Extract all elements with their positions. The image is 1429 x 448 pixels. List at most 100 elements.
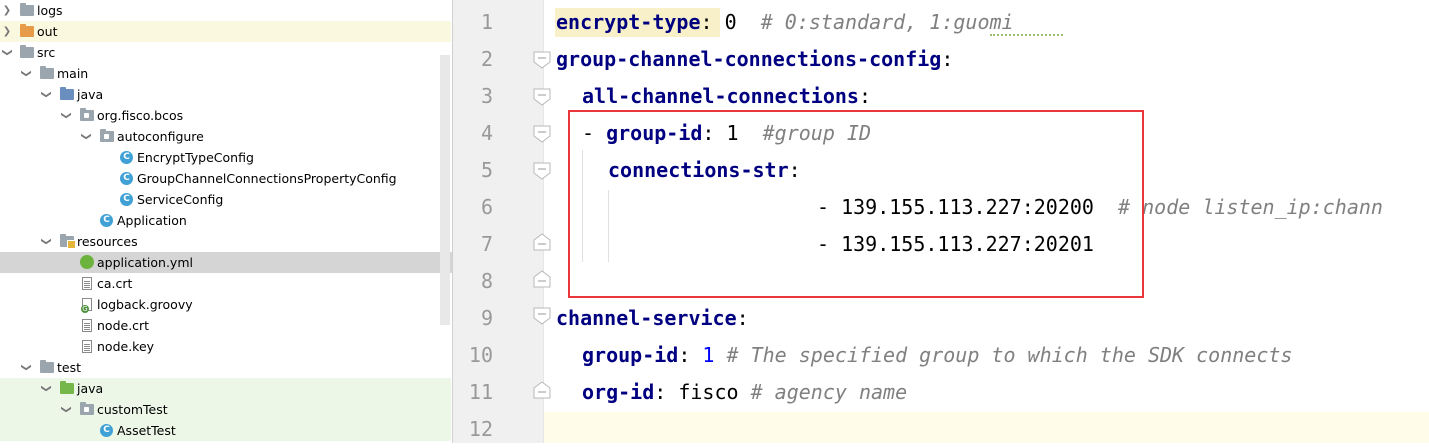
tree-item-label: node.key: [97, 339, 155, 354]
resources-folder-icon: [60, 234, 76, 249]
tree-item-node-crt[interactable]: node.crt: [0, 315, 452, 336]
tree-item-test-java[interactable]: ❯ java: [0, 378, 451, 399]
tree-item-main[interactable]: ❯ main: [0, 63, 452, 84]
code-line-7: - 139.155.113.227:20201: [817, 232, 1094, 256]
tree-item-label: test: [57, 360, 82, 375]
fold-close-icon[interactable]: [533, 233, 551, 251]
line-number: 7: [480, 232, 493, 256]
tree-item-src[interactable]: ❯ src: [0, 42, 452, 63]
tree-item-logs[interactable]: ❯ logs: [0, 0, 452, 21]
text-file-icon: [82, 340, 92, 353]
source-folder-icon: [60, 87, 74, 100]
chevron-down-icon[interactable]: ❯: [20, 363, 32, 372]
code-line-11: org-id: fisco # agency name: [582, 380, 908, 404]
tree-item-out[interactable]: ❯ out: [0, 21, 451, 42]
tree-item-org-fisco-bcos[interactable]: ❯ org.fisco.bcos: [0, 105, 452, 126]
line-number: 5: [480, 158, 493, 182]
fold-open-icon[interactable]: [533, 307, 551, 325]
line-number: 12: [468, 417, 493, 441]
class-icon: C: [120, 172, 133, 185]
tree-item-application-yml[interactable]: application.yml: [0, 252, 452, 273]
yaml-key: connections-str: [608, 158, 789, 182]
class-icon: C: [100, 424, 113, 437]
spellcheck-underline: [990, 31, 1063, 36]
yaml-comment: # 0:standard, 1:guomi: [736, 10, 1014, 34]
line-number: 1: [480, 10, 493, 34]
indent-guide: [608, 190, 609, 262]
chevron-down-icon[interactable]: ❯: [60, 111, 72, 120]
tree-item-java[interactable]: ❯ java: [0, 84, 452, 105]
fold-open-icon[interactable]: [533, 162, 551, 180]
tree-item-label: Application: [117, 213, 187, 228]
tree-item-resources[interactable]: ❯ resources: [0, 231, 452, 252]
line-number: 4: [480, 121, 493, 145]
code-line-9: channel-service:: [556, 306, 749, 330]
tree-item-application[interactable]: C Application: [0, 210, 452, 231]
yaml-key: group-id: [582, 343, 679, 367]
tree-item-label: ca.crt: [97, 276, 133, 291]
class-icon: C: [120, 151, 133, 164]
yaml-value: 1: [702, 343, 715, 367]
tree-item-autoconfigure[interactable]: ❯ autoconfigure: [0, 126, 452, 147]
tree-item-label: java: [77, 87, 104, 102]
indent-guide: [582, 150, 583, 262]
text-file-icon: [82, 319, 92, 332]
yaml-comment: #group ID: [738, 121, 872, 145]
line-number: 2: [480, 47, 493, 71]
tree-item-label: ServiceConfig: [137, 192, 224, 207]
line-number: 11: [468, 380, 493, 404]
code-editor[interactable]: [544, 0, 1429, 443]
line-number: 10: [468, 343, 493, 367]
tree-item-label: EncryptTypeConfig: [137, 150, 254, 165]
tree-item-label: application.yml: [97, 255, 193, 270]
folder-icon: [20, 3, 34, 16]
test-source-folder-icon: [60, 381, 74, 394]
yaml-value: fisco: [678, 380, 739, 404]
yaml-value: 139.155.113.227:20200: [841, 195, 1094, 219]
fold-close-icon[interactable]: [533, 381, 551, 399]
text-file-icon: [82, 277, 92, 290]
tree-scrollbar[interactable]: [440, 55, 450, 325]
tree-item-label: node.crt: [97, 318, 150, 333]
tree-item-serviceconfig[interactable]: C ServiceConfig: [0, 189, 452, 210]
yaml-comment: # agency name: [738, 380, 908, 404]
tree-item-ca-crt[interactable]: ca.crt: [0, 273, 452, 294]
editor-gutter: [453, 0, 543, 443]
fold-open-icon[interactable]: [533, 88, 551, 106]
tree-item-label: logback.groovy: [97, 297, 193, 312]
chevron-down-icon[interactable]: ❯: [60, 405, 72, 414]
panel-divider[interactable]: [452, 0, 453, 443]
code-line-4: - group-id: 1 #group ID: [582, 121, 872, 145]
chevron-right-icon[interactable]: ❯: [2, 26, 12, 37]
tree-item-assettest[interactable]: C AssetTest: [0, 420, 451, 441]
package-icon: [80, 108, 94, 121]
chevron-down-icon[interactable]: ❯: [1, 48, 13, 57]
code-line-5: connections-str:: [608, 158, 801, 182]
line-number: 9: [480, 306, 493, 330]
chevron-down-icon[interactable]: ❯: [40, 90, 52, 99]
tree-item-groupchannelconnectionspropertyconfig[interactable]: C GroupChannelConnectionsPropertyConfig: [0, 168, 452, 189]
chevron-down-icon[interactable]: ❯: [40, 237, 52, 246]
annotation-highlight-box: [568, 110, 1144, 298]
yaml-key: group-id: [606, 121, 703, 145]
code-line-1: encrypt-type: 0 # 0:standard, 1:guomi: [556, 10, 1014, 34]
tree-item-node-key[interactable]: node.key: [0, 336, 452, 357]
fold-open-icon[interactable]: [533, 51, 551, 69]
tree-item-test[interactable]: ❯ test: [0, 357, 452, 378]
chevron-down-icon[interactable]: ❯: [20, 69, 32, 78]
tree-item-label: java: [77, 381, 104, 396]
chevron-down-icon[interactable]: ❯: [40, 384, 52, 393]
tree-item-logback-groovy[interactable]: logback.groovy: [0, 294, 452, 315]
fold-close-icon[interactable]: [533, 270, 551, 288]
tree-item-label: main: [57, 66, 89, 81]
fold-open-icon[interactable]: [533, 125, 551, 143]
yaml-value: 139.155.113.227:20201: [841, 232, 1094, 256]
tree-item-encrypttypeconfig[interactable]: C EncryptTypeConfig: [0, 147, 452, 168]
tree-item-label: customTest: [97, 402, 168, 417]
chevron-right-icon[interactable]: ❯: [2, 5, 12, 16]
yaml-key: encrypt-type: [556, 10, 701, 34]
tree-item-customtest[interactable]: ❯ customTest: [0, 399, 451, 420]
current-line-highlight: [544, 412, 1429, 443]
chevron-down-icon[interactable]: ❯: [80, 132, 92, 141]
yaml-comment: # node listen_ip:chann: [1093, 195, 1383, 219]
